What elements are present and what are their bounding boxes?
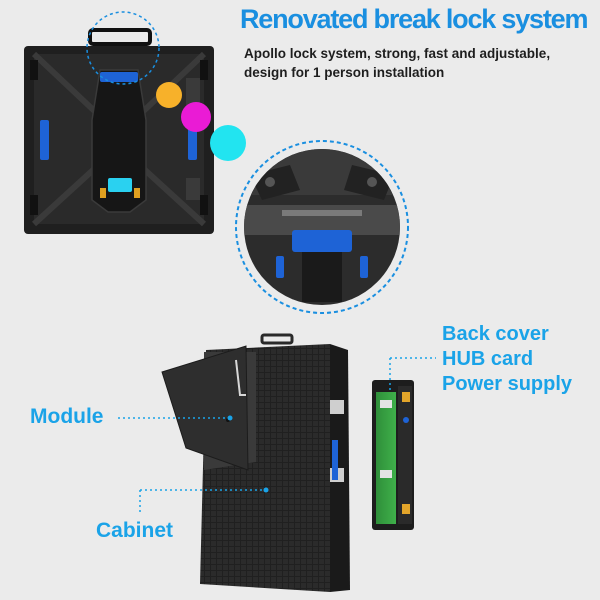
cabinet-back-view (24, 11, 214, 234)
color-dot-magenta (181, 102, 211, 132)
power-supply-unit (372, 380, 414, 530)
page-subtitle: Apollo lock system, strong, fast and adj… (244, 44, 594, 82)
cabinet-handle (88, 28, 152, 46)
callout-lines (118, 357, 436, 512)
label-power-supply: Power supply (442, 373, 573, 395)
zoom-circle-outline (235, 140, 409, 314)
lock-zoom-detail (235, 140, 409, 314)
page-title: Renovated break lock system (240, 4, 588, 34)
zoom-lock-latch-blue (292, 230, 352, 252)
hub-card (376, 392, 396, 524)
label-module: Module (30, 405, 104, 428)
subtitle-line-1: Apollo lock system, strong, fast and adj… (244, 46, 551, 61)
lock-latch-blue (100, 72, 138, 82)
label-cabinet: Cabinet (96, 519, 174, 542)
color-dot-orange (156, 82, 182, 108)
label-hub-card: HUB card (442, 348, 534, 370)
color-dot-cyan (210, 125, 246, 161)
left-lock-blue (40, 120, 49, 160)
cabinet-top-handle (260, 333, 294, 345)
label-group-right: Back cover HUB card Power supply (442, 322, 572, 397)
subtitle-line-2: design for 1 person installation (244, 65, 445, 80)
status-display (108, 178, 132, 192)
module-open-panel (161, 345, 249, 471)
label-back-cover: Back cover (442, 323, 549, 345)
power-supply-body (398, 386, 412, 524)
cabinet-front-view (161, 333, 350, 592)
cabinet-spine (91, 69, 147, 213)
lock-highlight-circle (86, 11, 160, 85)
